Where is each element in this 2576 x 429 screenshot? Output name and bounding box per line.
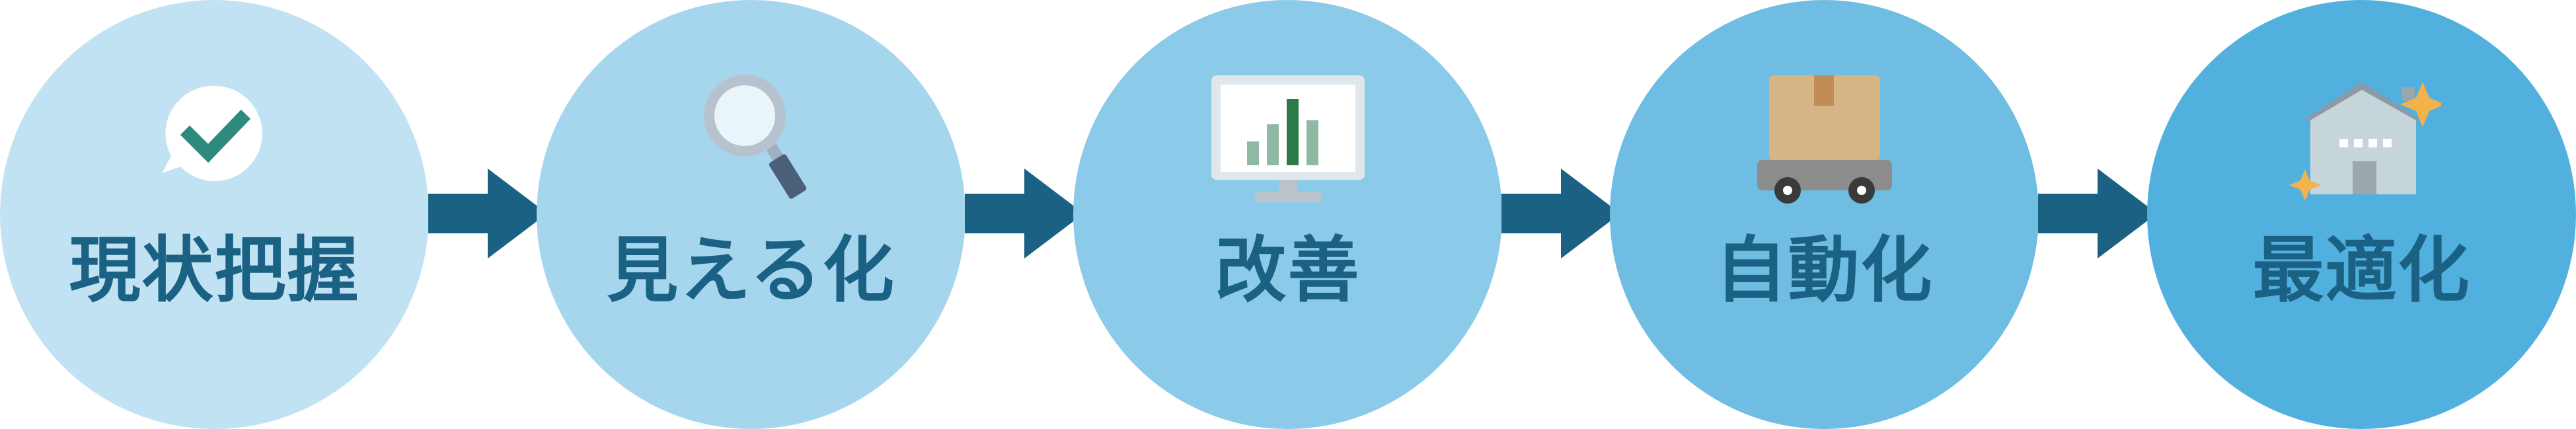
right-arrow-icon xyxy=(2038,169,2157,258)
right-arrow-icon xyxy=(965,169,1084,258)
cargo-cart-box-icon xyxy=(1745,73,1904,205)
step-label: 改善 xyxy=(1215,229,1361,312)
step-saitekika: 最適化 xyxy=(2147,0,2576,429)
step-kaizen: 改善 xyxy=(1073,0,1502,429)
step-mieruka: 見える化 xyxy=(537,0,966,429)
step-label: 見える化 xyxy=(607,229,895,312)
step-genjo-haaku: 現状把握 xyxy=(0,0,429,429)
magnifying-glass-icon xyxy=(672,73,831,205)
step-label: 自動化 xyxy=(1715,229,1934,312)
right-arrow-icon xyxy=(1501,169,1620,258)
right-arrow-icon xyxy=(428,169,547,258)
step-label: 現状把握 xyxy=(69,229,360,312)
step-jidoka: 自動化 xyxy=(1610,0,2039,429)
step-label: 最適化 xyxy=(2252,229,2471,312)
sparkling-warehouse-icon xyxy=(2283,73,2441,205)
monitor-bar-chart-icon xyxy=(1209,73,1367,205)
speech-bubble-check-icon xyxy=(135,73,294,205)
